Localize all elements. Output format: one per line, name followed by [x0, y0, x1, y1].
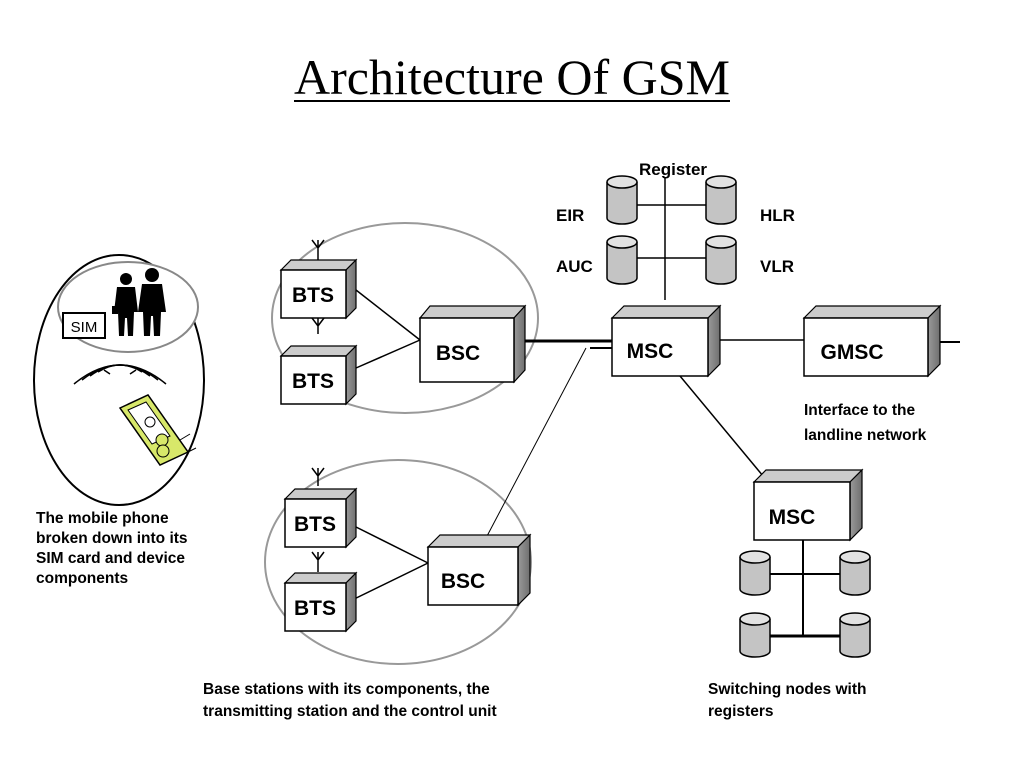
hlr-register-icon: [705, 175, 737, 225]
switch-register-icon-3: [739, 612, 771, 658]
base-station-caption: Base stations with its components, the t…: [203, 681, 497, 720]
mobile-phone-group: SIM The mobile phone broke: [33, 254, 205, 587]
eir-register-icon: [606, 175, 638, 225]
gmsc-caption-line-1: Interface to the: [804, 402, 915, 419]
phone-caption: The mobile phone broken down into its SI…: [36, 510, 188, 587]
switching-caption: Switching nodes with registers: [708, 681, 866, 720]
bts-top-2-label: BTS: [292, 370, 334, 393]
base-station-caption-line-1: Base stations with its components, the: [203, 681, 490, 698]
switching-caption-line-2: registers: [708, 703, 773, 720]
switch-register-icon-2: [839, 550, 871, 596]
base-station-top-ellipse: [271, 222, 539, 414]
phone-caption-line-2: broken down into its: [36, 530, 188, 547]
switching-caption-line-1: Switching nodes with: [708, 681, 866, 698]
people-silhouette-icon: [112, 268, 166, 336]
bts-top-1-label: BTS: [292, 284, 334, 307]
page-title: Architecture Of GSM: [294, 49, 730, 105]
eir-label: EIR: [556, 206, 584, 225]
switch-register-icon-1: [739, 550, 771, 596]
bts-top-1: BTS: [279, 258, 358, 320]
gmsc-label: GMSC: [821, 341, 884, 364]
vlr-label: VLR: [760, 257, 794, 276]
bsc-top-label: BSC: [436, 342, 480, 365]
vlr-register-icon: [705, 235, 737, 285]
antenna-icons: [311, 239, 325, 572]
bts-bottom-2: BTS: [283, 571, 358, 633]
switch-register-icon-4: [839, 612, 871, 658]
base-station-bottom-ellipse: [264, 459, 532, 665]
phone-device-icon: [118, 394, 197, 466]
sim-label: SIM: [71, 319, 98, 336]
bsc-top: BSC: [418, 304, 527, 384]
auc-register-icon: [606, 235, 638, 285]
bsc-bottom-label: BSC: [441, 570, 485, 593]
hlr-label: HLR: [760, 206, 795, 225]
msc-secondary: MSC: [752, 468, 864, 542]
register-group-label: Register: [639, 160, 707, 179]
phone-caption-line-4: components: [36, 570, 128, 587]
radio-waves-icon: [73, 364, 167, 385]
base-station-caption-line-2: transmitting station and the control uni…: [203, 703, 497, 720]
msc-secondary-label: MSC: [769, 506, 816, 529]
gmsc-caption: Interface to the landline network: [804, 402, 927, 444]
bts-bottom-1: BTS: [283, 487, 358, 549]
connection-lines: [345, 178, 960, 638]
bsc-bottom: BSC: [426, 533, 532, 607]
sim-card: [62, 312, 106, 339]
register-cylinders: [606, 175, 871, 658]
register-labels: Register EIR AUC HLR VLR: [556, 160, 795, 276]
bts-bottom-1-label: BTS: [294, 513, 336, 536]
gmsc: GMSC: [802, 304, 942, 378]
msc-main-label: MSC: [627, 340, 674, 363]
gmsc-caption-line-2: landline network: [804, 427, 927, 444]
bts-top-2: BTS: [279, 344, 358, 406]
phone-caption-line-3: SIM card and device: [36, 550, 185, 567]
auc-label: AUC: [556, 257, 593, 276]
msc-main: MSC: [610, 304, 722, 378]
phone-caption-line-1: The mobile phone: [36, 510, 169, 527]
bts-bottom-2-label: BTS: [294, 597, 336, 620]
